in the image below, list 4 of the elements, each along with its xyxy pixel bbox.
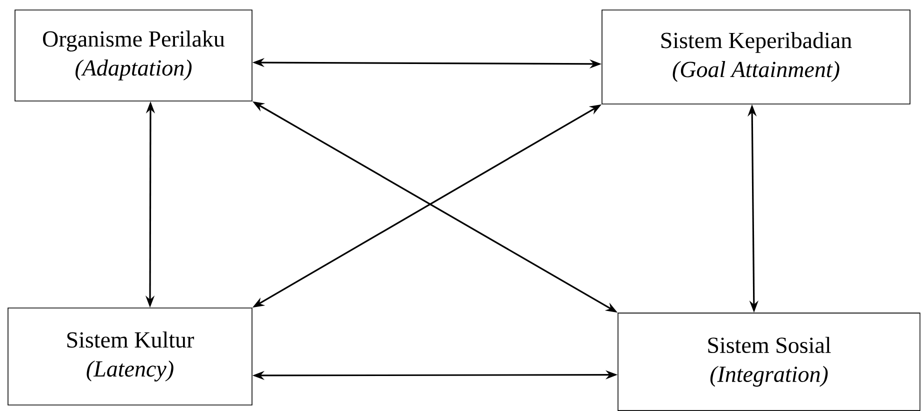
text-box: Sistem Sosial (Integration) [618, 312, 920, 411]
text-box: Sistem Kultur (Latency) [8, 308, 252, 406]
text-box: Sistem Keperibadian (Goal Attainment) [602, 10, 910, 104]
text-box: Organisme Perilaku (Adaptation) [14, 10, 252, 102]
